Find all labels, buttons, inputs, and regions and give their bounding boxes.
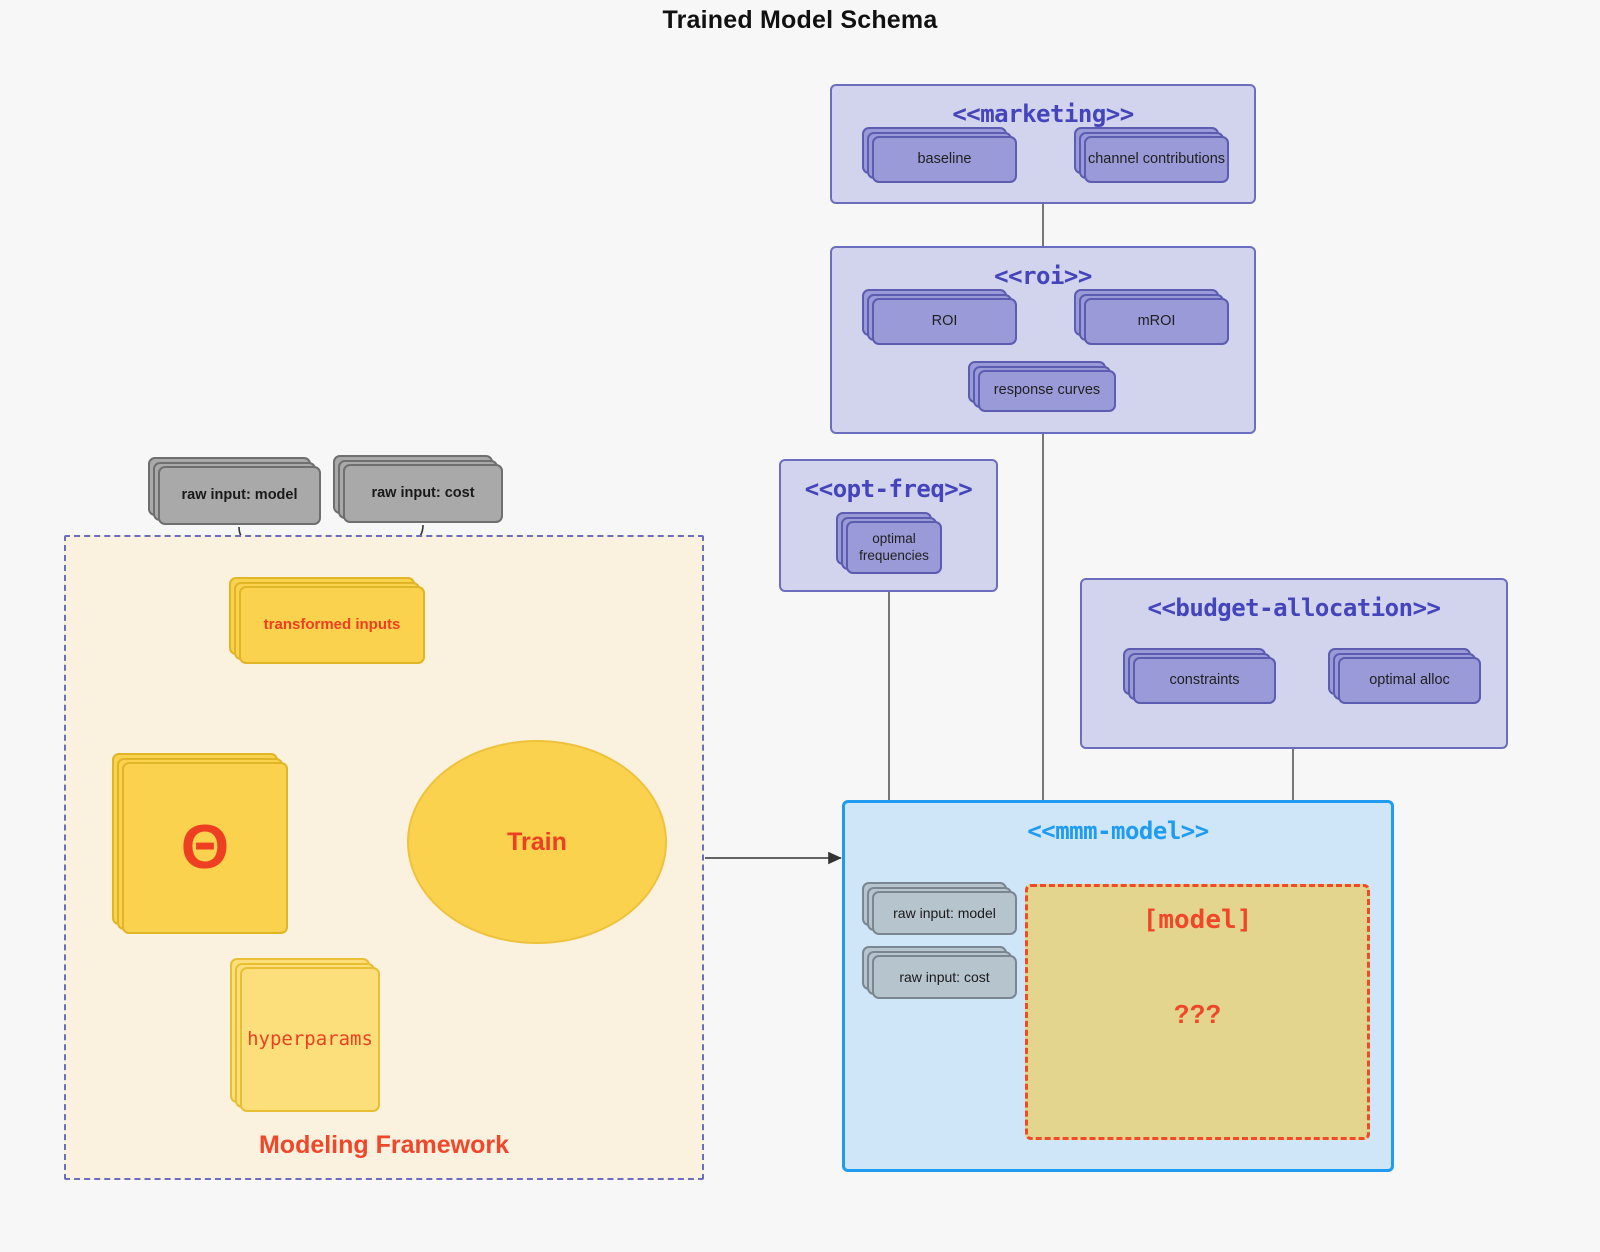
- mroi-node[interactable]: mROI: [1074, 289, 1229, 345]
- hyperparams-label: hyperparams: [240, 967, 380, 1112]
- train-node[interactable]: Train: [407, 740, 667, 944]
- baseline-node[interactable]: baseline: [862, 127, 1017, 183]
- modeling-framework-label: Modeling Framework: [258, 1131, 510, 1159]
- hyperparams-node[interactable]: hyperparams: [230, 958, 380, 1112]
- optimal-frequencies-node[interactable]: optimal frequencies: [836, 512, 942, 574]
- train-label: Train: [507, 827, 567, 856]
- mmm-raw-input-model-label: raw input: model: [872, 891, 1017, 935]
- mroi-label: mROI: [1084, 298, 1229, 345]
- mmm-raw-input-cost-node[interactable]: raw input: cost: [862, 946, 1017, 999]
- cluster-mmm-model-title: <<mmm-model>>: [1027, 817, 1209, 845]
- response-curves-node[interactable]: response curves: [968, 361, 1116, 412]
- raw-input-cost-node[interactable]: raw input: cost: [333, 455, 503, 523]
- mmm-raw-input-cost-label: raw input: cost: [872, 955, 1017, 999]
- model-unknown-label: ???: [1173, 999, 1222, 1029]
- response-curves-label: response curves: [978, 370, 1116, 412]
- roi-label: ROI: [872, 298, 1017, 345]
- optimal-alloc-node[interactable]: optimal alloc: [1328, 648, 1481, 704]
- optimal-frequencies-line1: optimal: [872, 531, 916, 547]
- cluster-marketing-title: <<marketing>>: [952, 100, 1134, 128]
- optimal-frequencies-label: optimal frequencies: [846, 521, 942, 574]
- raw-input-model-node[interactable]: raw input: model: [148, 457, 321, 525]
- cluster-roi-title: <<roi>>: [994, 262, 1092, 290]
- mmm-raw-input-model-node[interactable]: raw input: model: [862, 882, 1017, 935]
- model-placeholder-label: [model]: [1142, 905, 1253, 935]
- raw-input-model-label: raw input: model: [158, 466, 321, 525]
- constraints-node[interactable]: constraints: [1123, 648, 1276, 704]
- optimal-alloc-label: optimal alloc: [1338, 657, 1481, 704]
- channel-contributions-label: channel contributions: [1084, 136, 1229, 183]
- baseline-label: baseline: [872, 136, 1017, 183]
- raw-input-cost-label: raw input: cost: [343, 464, 503, 523]
- transformed-inputs-label: transformed inputs: [239, 586, 425, 664]
- theta-glyph-icon: Θ: [122, 762, 288, 934]
- optimal-frequencies-line2: frequencies: [859, 547, 929, 563]
- channel-contributions-node[interactable]: channel contributions: [1074, 127, 1229, 183]
- transformed-inputs-node[interactable]: transformed inputs: [229, 577, 425, 664]
- cluster-budget-allocation-title: <<budget-allocation>>: [1147, 594, 1441, 622]
- cluster-opt-freq-title: <<opt-freq>>: [804, 475, 973, 503]
- constraints-label: constraints: [1133, 657, 1276, 704]
- roi-node[interactable]: ROI: [862, 289, 1017, 345]
- theta-node[interactable]: Θ: [112, 753, 288, 934]
- model-placeholder-region: [model] ???: [1025, 884, 1370, 1140]
- page-title: Trained Model Schema: [662, 6, 938, 34]
